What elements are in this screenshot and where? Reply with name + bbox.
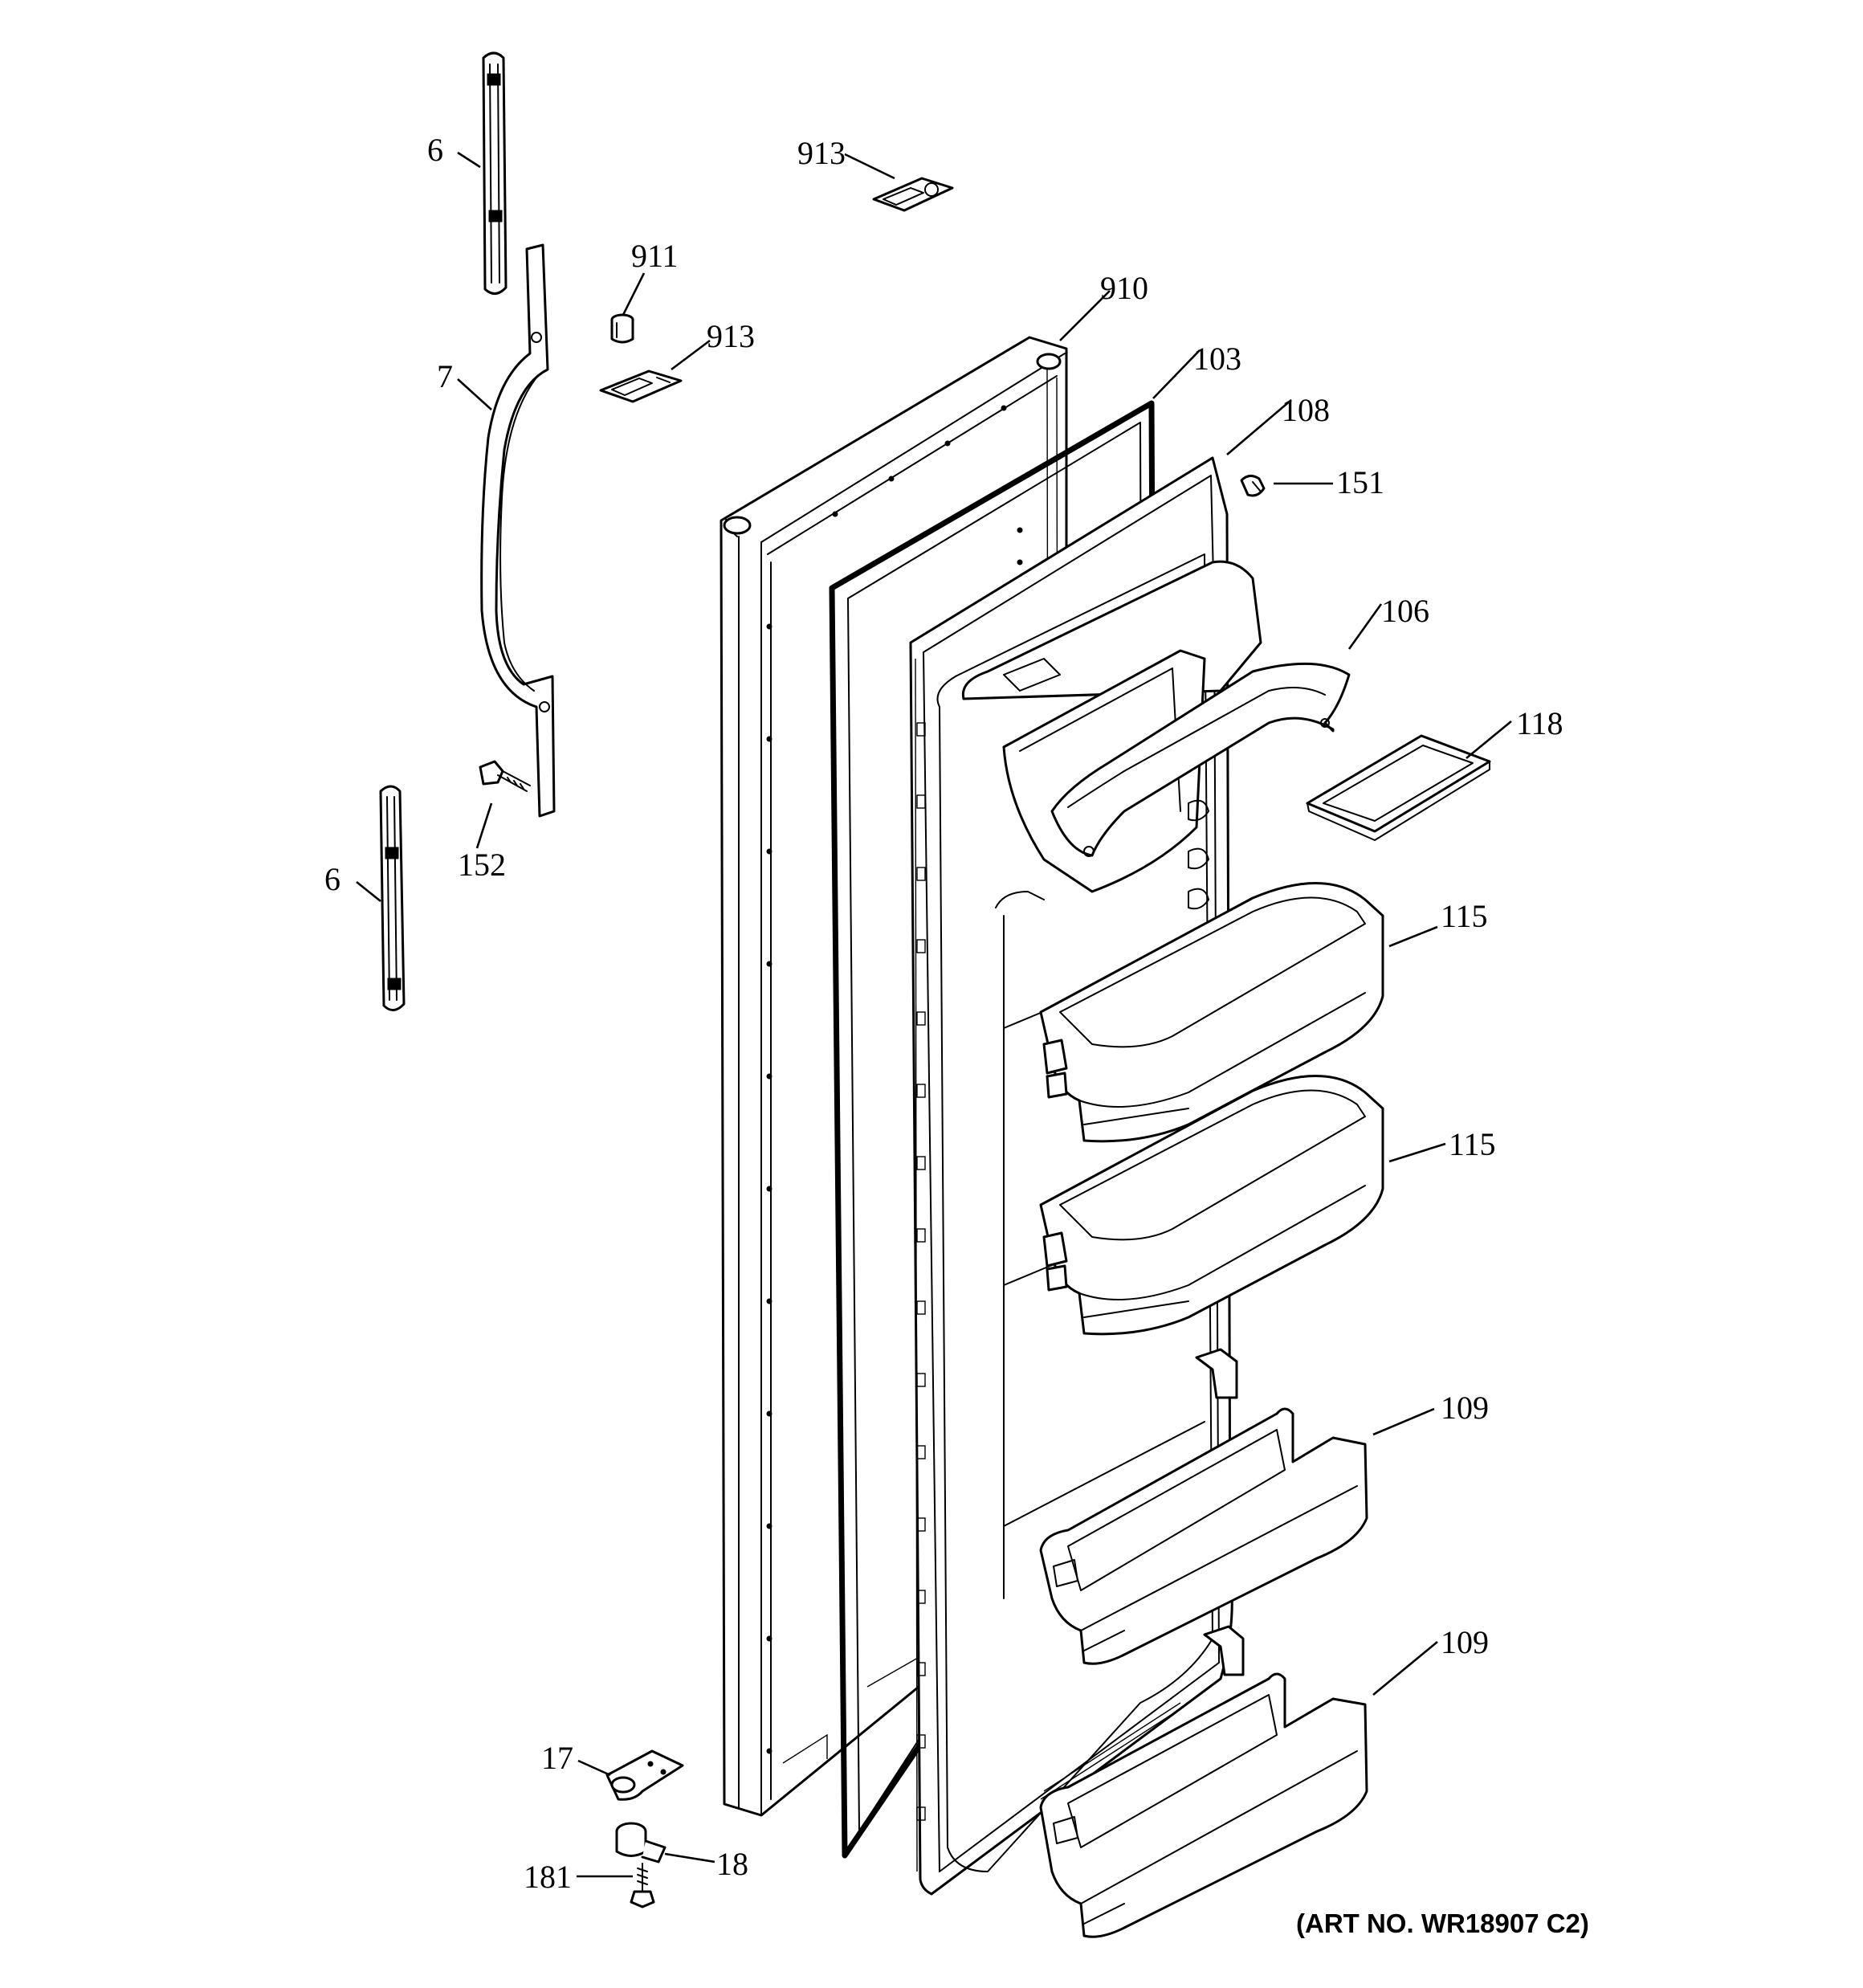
art-number: (ART NO. WR18907 C2)	[1296, 1908, 1589, 1938]
callout-913-lower: 913	[707, 318, 755, 354]
callout-913-upper: 913	[797, 135, 846, 171]
callout-6-upper: 6	[427, 132, 443, 168]
callout-910: 910	[1100, 270, 1148, 306]
callout-118: 118	[1516, 705, 1563, 741]
callout-109-upper: 109	[1441, 1390, 1489, 1426]
egg-tray	[1306, 734, 1491, 841]
door-bin-upper	[1039, 882, 1384, 1143]
panel-rivets	[766, 405, 1023, 1754]
callout-152: 152	[458, 847, 506, 883]
lower-hinge-bracket	[605, 1749, 684, 1801]
callout-18: 18	[716, 1846, 748, 1882]
hinge-cover-top	[872, 177, 954, 212]
hinge-pin	[615, 1822, 667, 1863]
callout-103: 103	[1193, 341, 1241, 377]
handle-trim-lower	[379, 785, 406, 1011]
hinge-bolt	[630, 1863, 655, 1908]
callout-labels: 6 7 152 6 913 911 913 910 103 108 151 10…	[324, 132, 1563, 1895]
callout-17: 17	[541, 1740, 573, 1776]
callout-115-lower: 115	[1449, 1126, 1496, 1162]
dairy-door	[1050, 662, 1351, 857]
callout-115-upper: 115	[1441, 898, 1488, 934]
callout-leaders	[356, 151, 1512, 1878]
door-shelf-lower	[1039, 1672, 1368, 1938]
callout-109-lower: 109	[1441, 1624, 1489, 1660]
handle-trim-upper	[482, 51, 508, 295]
door-bin-lower	[1039, 1075, 1384, 1336]
liner-screw	[1240, 475, 1266, 497]
callout-106: 106	[1381, 593, 1429, 629]
door-handle	[480, 243, 556, 818]
callout-6-lower: 6	[324, 861, 340, 897]
callout-911: 911	[631, 238, 679, 274]
callout-181: 181	[524, 1859, 572, 1895]
door-shelf-upper	[1039, 1407, 1368, 1665]
callout-151: 151	[1336, 464, 1384, 500]
handle-screw	[479, 760, 531, 792]
liner-teeth	[916, 722, 926, 1821]
callout-7: 7	[437, 358, 453, 394]
hinge-bushing	[610, 313, 634, 344]
hinge-cover-lower	[599, 369, 683, 403]
callout-108: 108	[1282, 392, 1330, 428]
